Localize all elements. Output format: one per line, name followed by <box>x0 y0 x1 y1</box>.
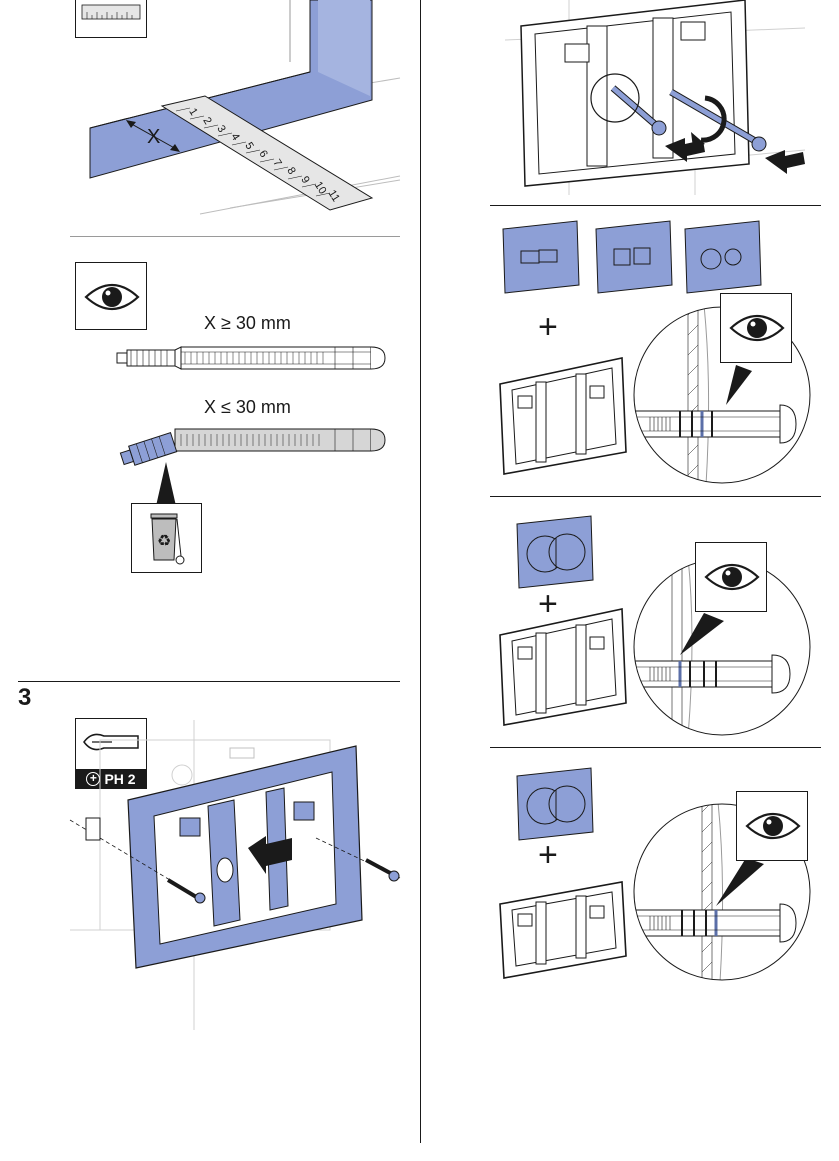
recycle-bin-icon: ♻ <box>150 513 185 565</box>
plate-round-a <box>516 515 594 589</box>
screwdriver-icon-box: + PH 2 <box>75 718 147 789</box>
measure-illustration <box>89 0 401 215</box>
tool-label-text: PH 2 <box>104 771 136 787</box>
ruler-icon <box>81 4 141 20</box>
detail-circle-4 <box>633 803 811 981</box>
eye-icon-box-2 <box>720 293 792 363</box>
plus-sign: + <box>538 836 558 874</box>
svg-text:♻: ♻ <box>157 531 171 550</box>
phillips-screwdriver-icon <box>83 733 139 751</box>
step-number: 3 <box>18 684 32 711</box>
rod-insertion-illustration <box>504 0 806 195</box>
rod-cut <box>119 428 386 466</box>
rod-full <box>116 346 386 370</box>
plate-rect-circles <box>684 220 762 294</box>
plate-rect-squares <box>595 220 673 294</box>
plate-round-b <box>516 767 594 841</box>
right-rule-1 <box>490 205 821 206</box>
detail-circle-2 <box>633 306 811 484</box>
right-rule-3 <box>490 747 821 748</box>
frame-small-3 <box>499 608 627 726</box>
eye-icon <box>704 564 760 590</box>
column-divider <box>420 0 421 1143</box>
frame-small-2 <box>499 357 627 475</box>
detail-circle-3 <box>633 558 811 736</box>
rule-greater-label: X ≥ 30 mm <box>204 313 291 333</box>
dimension-x-label: X <box>147 126 161 148</box>
eye-icon <box>729 315 785 341</box>
eye-icon <box>745 813 801 839</box>
eye-icon-box <box>75 262 147 330</box>
eye-icon-box-3 <box>695 542 767 612</box>
ruler-icon-box <box>75 0 147 38</box>
plate-rect-double <box>502 220 580 294</box>
tool-label: + PH 2 <box>75 769 147 789</box>
recycle-bin-box: ♻ <box>131 503 202 573</box>
mounting-frame-install <box>69 720 401 1030</box>
frame-small-4 <box>499 881 627 979</box>
right-rule-2 <box>490 496 821 497</box>
step3-rule <box>18 681 400 682</box>
eye-icon-box-4 <box>736 791 808 861</box>
eye-icon <box>84 284 140 310</box>
section-rule <box>70 236 400 237</box>
plus-sign: + <box>538 308 558 346</box>
pointer-triangle <box>156 462 176 506</box>
plus-sign: + <box>538 585 558 623</box>
rule-less-label: X ≤ 30 mm <box>204 397 291 417</box>
